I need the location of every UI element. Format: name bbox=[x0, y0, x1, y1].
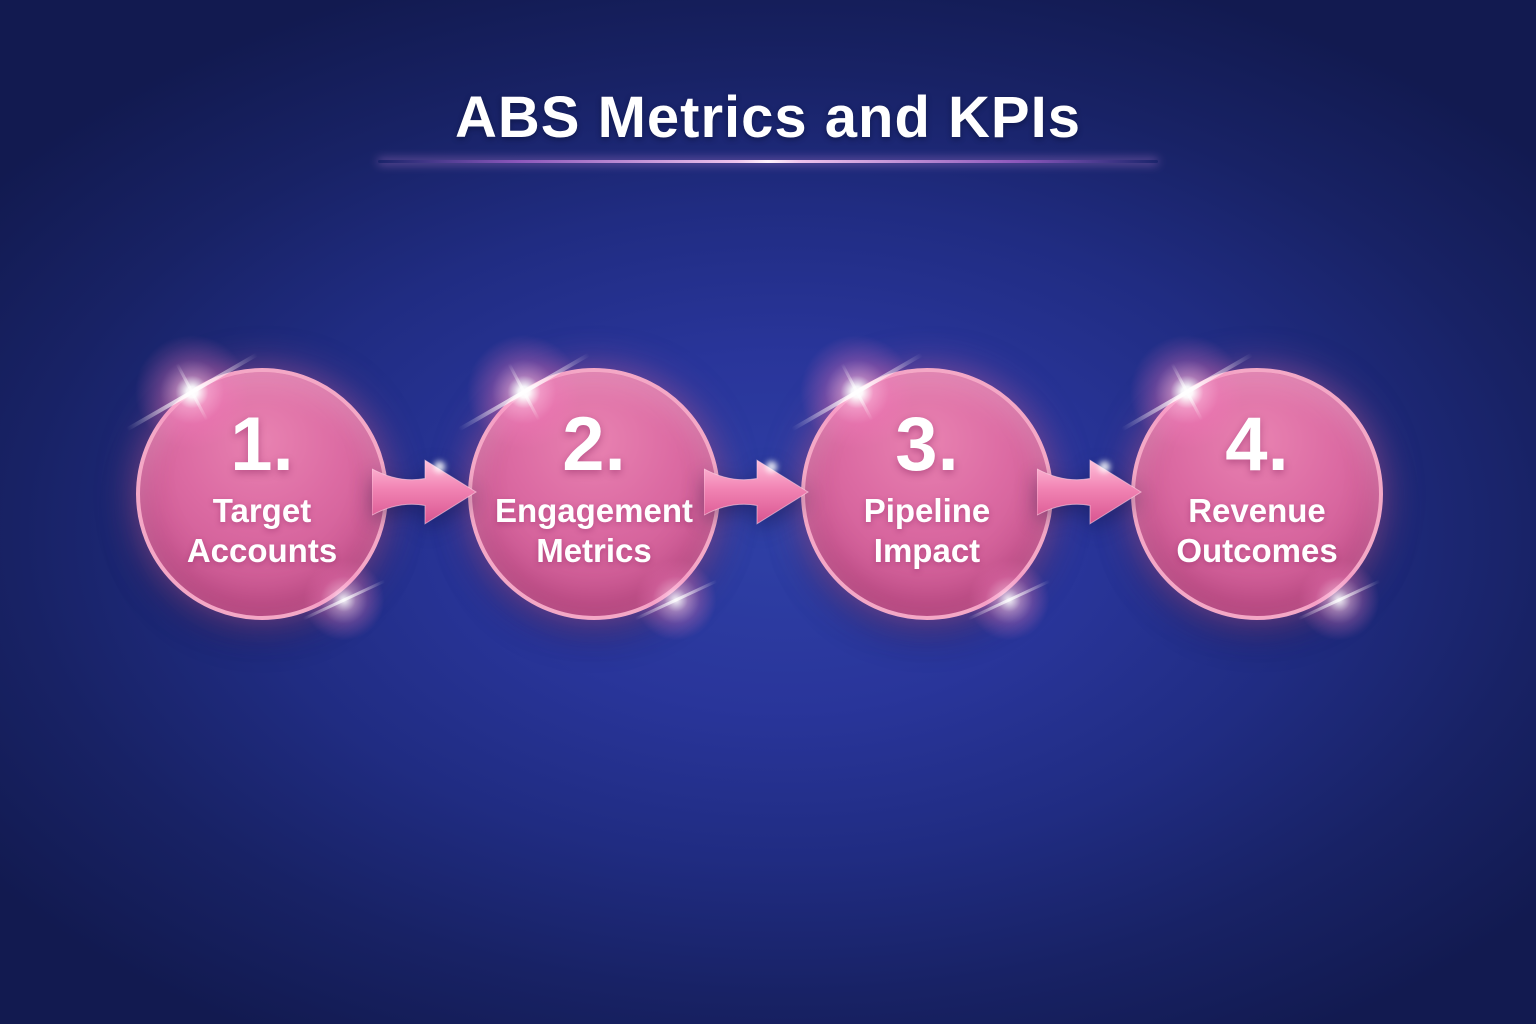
step-label: Engagement Metrics bbox=[494, 491, 694, 569]
step-number: 3. bbox=[895, 401, 959, 487]
step-circle-pipeline-impact: 3. Pipeline Impact bbox=[792, 327, 1053, 642]
step-circle-engagement-metrics: 2. Engagement Metrics bbox=[459, 327, 720, 642]
page-title: ABS Metrics and KPIs bbox=[455, 85, 1081, 150]
step-circle-target-accounts: 1. Target Accounts bbox=[127, 327, 388, 642]
step-label: Revenue Outcomes bbox=[1176, 491, 1338, 569]
step-label: Target Accounts bbox=[186, 491, 338, 569]
title-underline bbox=[378, 160, 1158, 163]
flow-arrow-icon bbox=[372, 459, 477, 525]
step-number: 2. bbox=[562, 401, 626, 487]
step-label: Pipeline Impact bbox=[863, 491, 991, 569]
step-number: 1. bbox=[230, 401, 294, 487]
flow-arrow-icon bbox=[704, 459, 809, 525]
flow-arrow-icon bbox=[1037, 459, 1142, 525]
step-circle-revenue-outcomes: 4. Revenue Outcomes bbox=[1122, 327, 1383, 642]
step-number: 4. bbox=[1225, 401, 1289, 487]
